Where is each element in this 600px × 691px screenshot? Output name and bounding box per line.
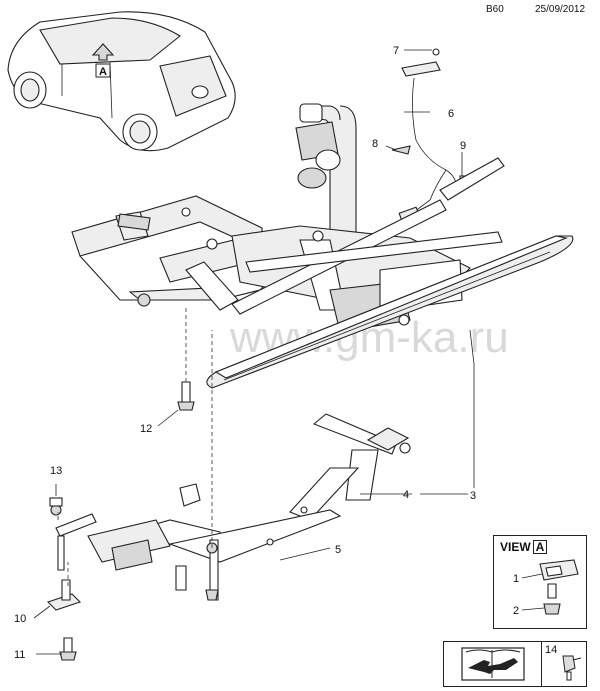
tool-info-box [443,641,542,687]
view-callout-1: 1 [513,573,519,585]
car-illustration: A [7,11,236,152]
page-date: 25/09/2012 [535,4,586,15]
page-code: B60 [486,4,504,15]
bumper-beam [206,235,574,389]
callout-11: 11 [14,649,25,661]
view-callout-2: 2 [513,605,519,617]
manual-book-wrench-icon [461,647,525,681]
callout-13: 13 [50,465,62,477]
view-a-letter: A [532,540,548,554]
callout-14: 14 [545,644,558,656]
callout-5: 5 [335,544,341,556]
callout-8: 8 [372,138,378,150]
callout-3: 3 [470,490,476,502]
part-14-box: 14 [541,641,587,687]
view-a-detail: 1 2 [513,559,579,617]
view-marker-label: A [99,66,107,78]
callout-12: 12 [140,423,152,435]
tow-bar [55,413,411,601]
callout-10: 10 [14,613,26,625]
callout-4: 4 [403,489,409,501]
callout-6: 6 [448,108,454,120]
callout-7: 7 [393,45,399,57]
rear-frame-assembly [71,157,505,333]
connector-part-icon [562,655,582,681]
callout-9: 9 [460,140,466,152]
fasteners [46,381,219,661]
